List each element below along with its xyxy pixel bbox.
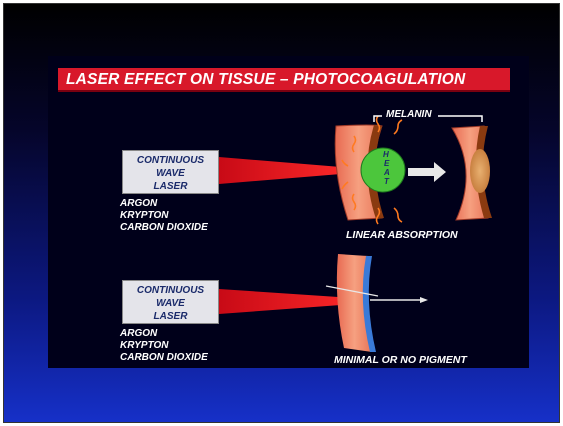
heat-letter: H xyxy=(383,151,389,159)
laser-box-top: CONTINUOUS WAVE LASER xyxy=(122,150,219,194)
laser-line: LASER xyxy=(123,180,218,193)
laser-line: CONTINUOUS xyxy=(123,284,218,297)
gas-list-top: ARGON KRYPTON CARBON DIOXIDE xyxy=(120,198,208,234)
heat-letter: E xyxy=(384,160,389,168)
laser-beam-top xyxy=(219,157,353,184)
laser-line: WAVE xyxy=(123,167,218,180)
melanin-label: MELANIN xyxy=(386,109,432,120)
caption-linear-absorption: LINEAR ABSORPTION xyxy=(346,229,458,241)
burn-spot xyxy=(470,149,490,193)
gas-item: ARGON xyxy=(120,198,208,210)
laser-box-bottom: CONTINUOUS WAVE LASER xyxy=(122,280,219,324)
laser-line: CONTINUOUS xyxy=(123,154,218,167)
slide-frame: LASER EFFECT ON TISSUE – PHOTOCOAGULATIO… xyxy=(3,3,560,423)
laser-line: LASER xyxy=(123,310,218,323)
laser-line: WAVE xyxy=(123,297,218,310)
slide-panel: LASER EFFECT ON TISSUE – PHOTOCOAGULATIO… xyxy=(48,56,529,368)
right-arrow xyxy=(408,162,446,182)
gas-item: ARGON xyxy=(120,328,208,340)
gas-item: CARBON DIOXIDE xyxy=(120,352,208,364)
heat-letter: A xyxy=(384,169,390,177)
heat-letter: T xyxy=(384,178,389,186)
gas-item: KRYPTON xyxy=(120,340,208,352)
gas-list-bottom: ARGON KRYPTON CARBON DIOXIDE xyxy=(120,328,208,364)
gas-item: KRYPTON xyxy=(120,210,208,222)
caption-minimal-pigment: MINIMAL OR NO PIGMENT xyxy=(334,354,467,366)
gas-item: CARBON DIOXIDE xyxy=(120,222,208,234)
